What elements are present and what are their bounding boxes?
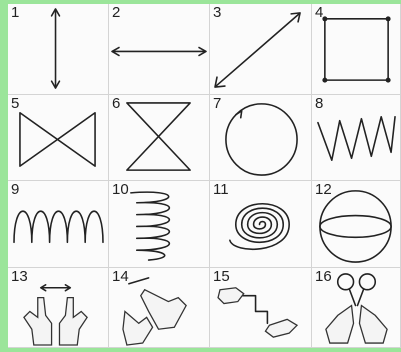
- cell-11-spiral: 11: [210, 181, 312, 268]
- horizontal-double-arrow-icon: [109, 4, 209, 94]
- cell-15-stepped-hands: 15: [210, 268, 312, 348]
- spiral-path-icon: [210, 181, 311, 267]
- square-path-icon: [312, 4, 400, 94]
- cell-2-horizontal-line: 2: [109, 4, 210, 95]
- exercise-grid: 1 2 3 4 5: [8, 4, 401, 348]
- diagonal-hands-icon: [109, 268, 209, 347]
- bowtie-path-icon: [8, 95, 108, 180]
- loop-chain-icon: [8, 181, 108, 267]
- cell-6-hourglass: 6: [109, 95, 210, 181]
- stepped-hands-icon: [210, 268, 311, 347]
- two-pointing-hands-icon: [8, 268, 108, 347]
- cell-12-sphere: 12: [312, 181, 401, 268]
- cell-1-vertical-line: 1: [8, 4, 109, 95]
- cell-5-bowtie: 5: [8, 95, 109, 181]
- cell-7-circle: 7: [210, 95, 312, 181]
- cell-8-zigzag: 8: [312, 95, 401, 181]
- hourglass-path-icon: [109, 95, 209, 180]
- cell-10-coil: 10: [109, 181, 210, 268]
- cell-9-loops: 9: [8, 181, 109, 268]
- vertical-double-arrow-icon: [8, 4, 108, 94]
- hands-circles-icon: [312, 268, 400, 347]
- cell-14-hands-diagonal: 14: [109, 268, 210, 348]
- cell-4-square: 4: [312, 4, 401, 95]
- sphere-path-icon: [312, 181, 400, 267]
- diagonal-double-arrow-icon: [210, 4, 311, 94]
- cell-16-hands-circles: 16: [312, 268, 401, 348]
- circle-path-icon: [210, 95, 311, 180]
- cell-13-two-hands: 13: [8, 268, 109, 348]
- coil-spring-icon: [109, 181, 209, 267]
- zigzag-path-icon: [312, 95, 400, 180]
- cell-3-diagonal-line: 3: [210, 4, 312, 95]
